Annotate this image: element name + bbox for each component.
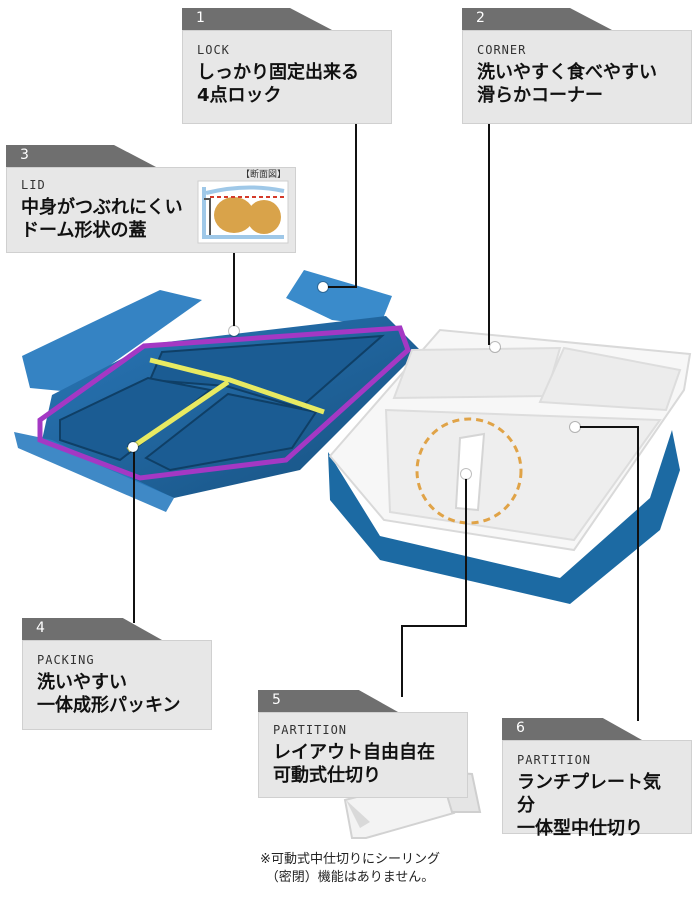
callout-number: 1 [196,10,205,26]
callout-category: CORNER [477,43,527,57]
callout-panel: PACKING 洗いやすい 一体成形パッキン [22,640,212,730]
callout-packing: 4 PACKING 洗いやすい 一体成形パッキン [22,618,212,730]
box-base-blue [328,430,680,604]
callout-panel: PARTITION ランチプレート気分 一体型中仕切り [502,740,692,839]
callout-category: PARTITION [273,723,348,737]
box-compartment-top [392,346,562,400]
cross-section-label: 【断面図】 [240,170,286,180]
callout-lock: 1 LOCK しっかり固定出来る 4点ロック [182,8,392,124]
lid-partition-line [126,379,230,453]
callout-category: PACKING [37,653,95,667]
footnote-line: （密閉）機能はありません。 [265,870,435,885]
leader-line-1 [325,286,357,288]
lid-left-flap [22,290,202,392]
callout-number: 2 [476,10,485,26]
pointer-dot-1 [318,282,328,292]
leader-line-1 [355,123,357,286]
callout-number-tab: 6 [502,718,642,740]
gasket [37,325,411,481]
callout-partition-movable: 5 PARTITION レイアウト自由自在 可動式仕切り [258,690,468,798]
cross-section-diagram: 【断面図】 [196,167,290,245]
callout-line: しっかり固定出来る [197,62,359,83]
callout-panel: CORNER 洗いやすく食べやすい 滑らかコーナー [462,30,692,124]
callout-line: 滑らかコーナー [477,85,603,106]
leader-line-5 [465,474,467,627]
partition-highlight-circle [415,417,523,525]
callout-line: 可動式仕切り [273,765,381,786]
lid-compartment-right [144,392,318,472]
callout-line: 中身がつぶれにくい [21,197,183,218]
callout-line: ランチプレート気分 [517,772,661,816]
callout-category: PARTITION [517,753,592,767]
callout-number-tab: 2 [462,8,612,30]
pointer-dot-2 [490,342,500,352]
pointer-dot-6 [570,422,580,432]
callout-number: 4 [36,620,45,636]
pointer-dot-4 [128,442,138,452]
callout-line: レイアウト自由自在 [273,742,435,763]
callout-corner: 2 CORNER 洗いやすく食べやすい 滑らかコーナー [462,8,692,124]
callout-panel: LOCK しっかり固定出来る 4点ロック [182,30,392,124]
callout-number-tab: 1 [182,8,332,30]
callout-number: 5 [272,692,281,708]
leader-line-6 [575,426,639,428]
lid-partition-line [149,357,325,415]
callout-line: 洗いやすく食べやすい [477,62,657,83]
leader-line-3 [233,245,235,331]
footnote-line: ※可動式中仕切りにシーリング [260,852,440,867]
callout-line: ドーム形状の蓋 [21,220,147,241]
callout-line: 一体成形パッキン [37,695,181,716]
callout-panel: PARTITION レイアウト自由自在 可動式仕切り [258,712,468,798]
callout-number-tab: 3 [6,145,156,167]
box-compartment-bottom [384,408,662,542]
footnote: ※可動式中仕切りにシーリング （密閉）機能はありません。 [0,851,700,887]
leader-line-6 [637,426,639,721]
lid-compartment-main [148,334,385,410]
pointer-dot-3 [229,326,239,336]
callout-line: 一体型中仕切り [517,818,643,839]
callout-number-tab: 4 [22,618,162,640]
callout-number: 3 [20,147,29,163]
leader-line-4 [133,448,135,623]
callout-category: LID [21,178,46,192]
callout-partition-integrated: 6 PARTITION ランチプレート気分 一体型中仕切り [502,718,692,839]
lid-top-flap [286,270,392,326]
leader-line-2 [488,123,490,345]
callout-number-tab: 5 [258,690,398,712]
callout-number: 6 [516,720,525,736]
pointer-dot-5 [461,469,471,479]
leader-line-5 [401,625,403,697]
callout-line: 4点ロック [197,85,282,106]
callout-category: LOCK [197,43,230,57]
leader-line-5 [401,625,467,627]
box-compartment-right [538,346,682,412]
callout-line: 洗いやすい [37,672,127,693]
